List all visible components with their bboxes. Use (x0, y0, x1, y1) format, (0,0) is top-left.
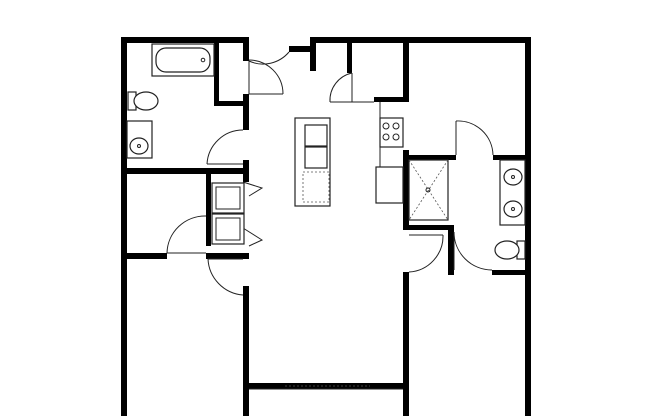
sliding-door-icon (249, 385, 403, 390)
door-swing-icon (453, 231, 493, 271)
door-swing-icon (408, 234, 444, 273)
toilet-icon (127, 91, 159, 111)
fixtures (126, 43, 526, 390)
door-swing-icon (207, 258, 244, 296)
stove-icon (379, 117, 404, 148)
washer-icon (211, 213, 245, 245)
door-swing-icon (242, 181, 264, 247)
toilet-icon (494, 240, 526, 260)
wall-bath1-right-upper (243, 37, 249, 61)
wall-kitchen-right-lower (403, 150, 409, 228)
wall-bath2-bottom-right (492, 270, 531, 275)
wall-left-outer (121, 37, 127, 416)
doors (166, 51, 494, 296)
wall-laundry-left (206, 174, 211, 246)
wall-bath1-closet (214, 43, 219, 106)
wall-top-notch (310, 37, 316, 71)
wall-bath2-top-right (493, 155, 531, 160)
door-swing-icon (166, 215, 207, 254)
wall-bath2-top-left (403, 155, 456, 160)
shower-icon (408, 159, 449, 221)
wall-laundry-right-upper (243, 174, 249, 182)
wall-bedroom1-right (243, 286, 249, 416)
door-swing-icon (455, 120, 494, 156)
sink-icon (126, 120, 153, 159)
door-swing-icon (329, 72, 374, 103)
wall-bath1-closet-bottom (214, 101, 249, 106)
door-swing-icon (248, 51, 290, 94)
exterior-walls (121, 37, 531, 416)
wall-bath2-bottom-left (403, 225, 448, 230)
door-swing-icon (248, 59, 284, 95)
wall-top-right (310, 37, 531, 43)
wall-bath2-divider (448, 225, 454, 275)
sink-icon (499, 159, 526, 226)
door-swing-icon (206, 129, 244, 165)
wall-kitchen-right-upper (403, 37, 409, 97)
kitchen-island-icon (294, 117, 331, 207)
wall-top-left (121, 37, 249, 43)
wall-bedroom2-left (403, 272, 409, 416)
wall-laundry-bottom (206, 253, 249, 259)
wall-bedroom1-top (121, 253, 167, 259)
wall-right-outer (525, 37, 531, 416)
wall-top-stub (289, 46, 311, 52)
bathtub-icon (151, 43, 215, 77)
wall-bath1-right-stub (243, 160, 249, 174)
wall-kitchen-counter-top (374, 97, 409, 102)
dryer-icon (211, 182, 245, 214)
wall-kitchen-stub (347, 43, 352, 73)
wall-bath1-right-lower (243, 94, 249, 130)
wall-bath1-bottom (121, 168, 249, 174)
kitchen-counter (375, 102, 404, 204)
